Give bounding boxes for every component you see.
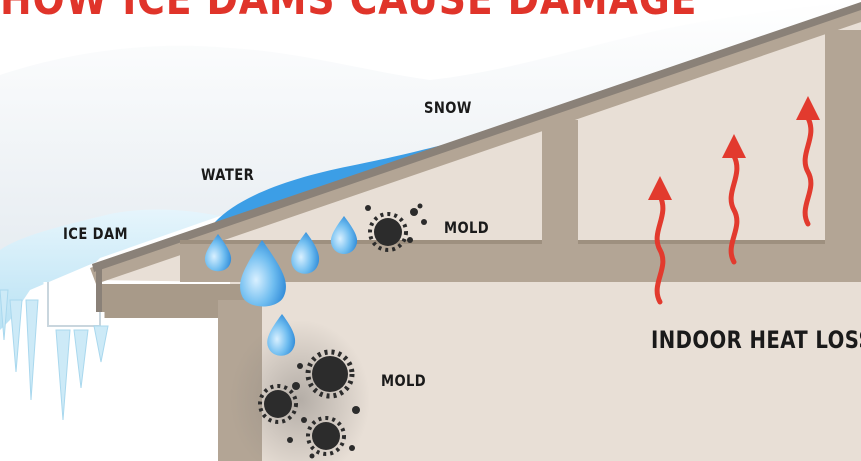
ice-dam-label: ICE DAM xyxy=(63,224,129,243)
heat-arrow-icon xyxy=(722,134,746,265)
mold-wall-label: MOLD xyxy=(381,371,427,390)
water-drop-icon xyxy=(291,232,320,274)
diagram-title: HOW ICE DAMS CAUSE DAMAGE xyxy=(0,0,697,25)
mold-attic-label: MOLD xyxy=(444,218,490,237)
ice-dam xyxy=(0,209,220,330)
mold-spore-icon xyxy=(312,422,340,450)
water-drop-icon xyxy=(267,314,296,356)
shingles xyxy=(92,2,861,272)
snow-label: SNOW xyxy=(424,98,472,117)
heat-arrow-icon xyxy=(796,96,820,227)
water-drop-icon xyxy=(204,234,232,272)
gutter-icon xyxy=(43,282,105,331)
mold-spore-icon xyxy=(312,356,348,392)
fascia xyxy=(96,268,102,318)
snow-layer xyxy=(0,0,861,262)
water-drop-icon xyxy=(240,240,286,307)
icicle-icon xyxy=(0,289,109,421)
water-drop-icon xyxy=(330,216,358,254)
attic-stud-right xyxy=(825,30,861,244)
water-label: WATER xyxy=(201,165,255,184)
ceiling-joist-shadow xyxy=(180,240,861,244)
mold-cluster-wall xyxy=(258,349,360,459)
attic-stud-left xyxy=(542,120,578,244)
heat-loss-label: INDOOR HEAT LOSS xyxy=(651,326,861,354)
water-drops xyxy=(204,216,358,356)
heat-arrows xyxy=(648,96,820,305)
mold-spore-icon xyxy=(264,390,292,418)
mold-spore-icon xyxy=(374,218,402,246)
mold-cluster-attic xyxy=(365,203,427,252)
heat-arrow-icon xyxy=(648,176,672,305)
